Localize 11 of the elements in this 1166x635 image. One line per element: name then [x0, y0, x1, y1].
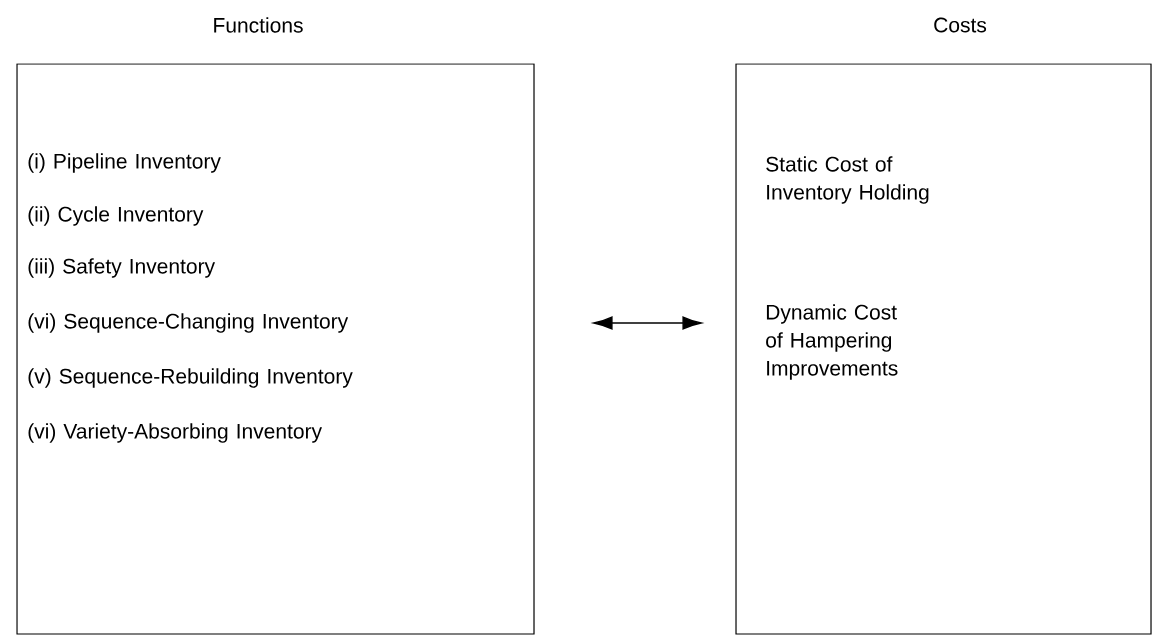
list-item: Dynamic Cost of Hampering Improvements	[766, 304, 898, 380]
arrow	[593, 316, 702, 330]
list-item: (iii) Safety Inventory	[28, 258, 216, 278]
column-heading: Functions	[214, 17, 303, 33]
list-item: (vi) Variety-Absorbing Inventory	[28, 423, 322, 443]
list-item: (vi) Sequence-Changing Inventory	[28, 313, 349, 333]
list-item: Static Cost of Inventory Holding	[766, 156, 929, 204]
list-item: (v) Sequence-Rebuilding Inventory	[28, 368, 353, 388]
column-heading: Costs	[934, 17, 987, 33]
list-item: (ii) Cycle Inventory	[28, 206, 204, 226]
list-item: (i) Pipeline Inventory	[28, 153, 221, 173]
